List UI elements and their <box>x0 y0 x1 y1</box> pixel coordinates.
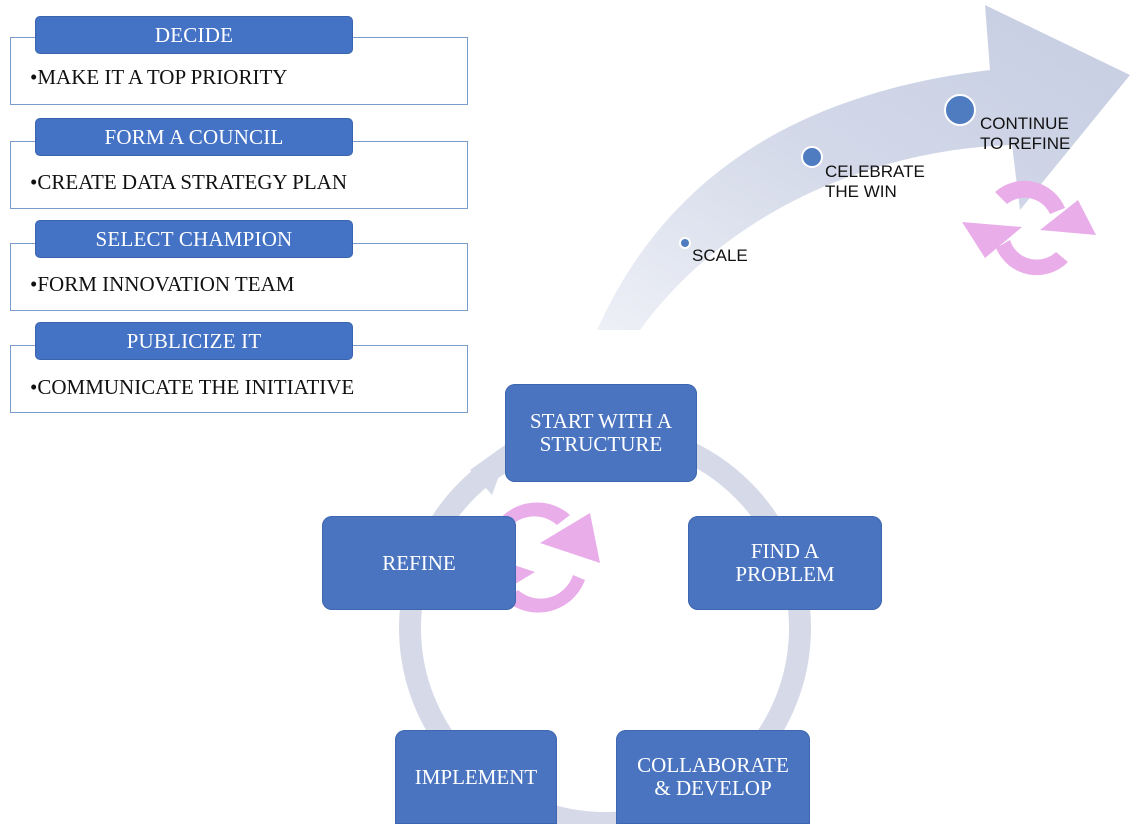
node-collaborate-develop: COLLABORATE & DEVELOP <box>616 730 810 824</box>
node-implement: IMPLEMENT <box>395 730 557 824</box>
step-bullet-publicize: •COMMUNICATE THE INITIATIVE <box>30 375 355 399</box>
step-bullet-council: •CREATE DATA STRATEGY PLAN <box>30 170 347 194</box>
step-title-champion: SELECT CHAMPION <box>35 220 353 258</box>
step-bullet-champion: •FORM INNOVATION TEAM <box>30 272 295 296</box>
scale-dot <box>679 237 691 249</box>
step-bullet-decide: •MAKE IT A TOP PRIORITY <box>30 65 288 89</box>
node-start-with-structure: START WITH A STRUCTURE <box>505 384 697 482</box>
label-continue: CONTINUE TO REFINE <box>980 114 1071 154</box>
step-title-decide: DECIDE <box>35 16 353 54</box>
continue-dot <box>944 94 976 126</box>
ring-arrowhead <box>470 440 512 495</box>
node-find-a-problem: FIND A PROBLEM <box>688 516 882 610</box>
step-title-council: FORM A COUNCIL <box>35 118 353 156</box>
growth-arrow <box>597 5 1130 330</box>
step-title-publicize: PUBLICIZE IT <box>35 322 353 360</box>
node-refine: REFINE <box>322 516 516 610</box>
label-celebrate: CELEBRATE THE WIN <box>825 162 925 202</box>
label-scale: SCALE <box>692 246 748 265</box>
refresh-icon-top <box>962 180 1096 276</box>
celebrate-dot <box>801 146 823 168</box>
